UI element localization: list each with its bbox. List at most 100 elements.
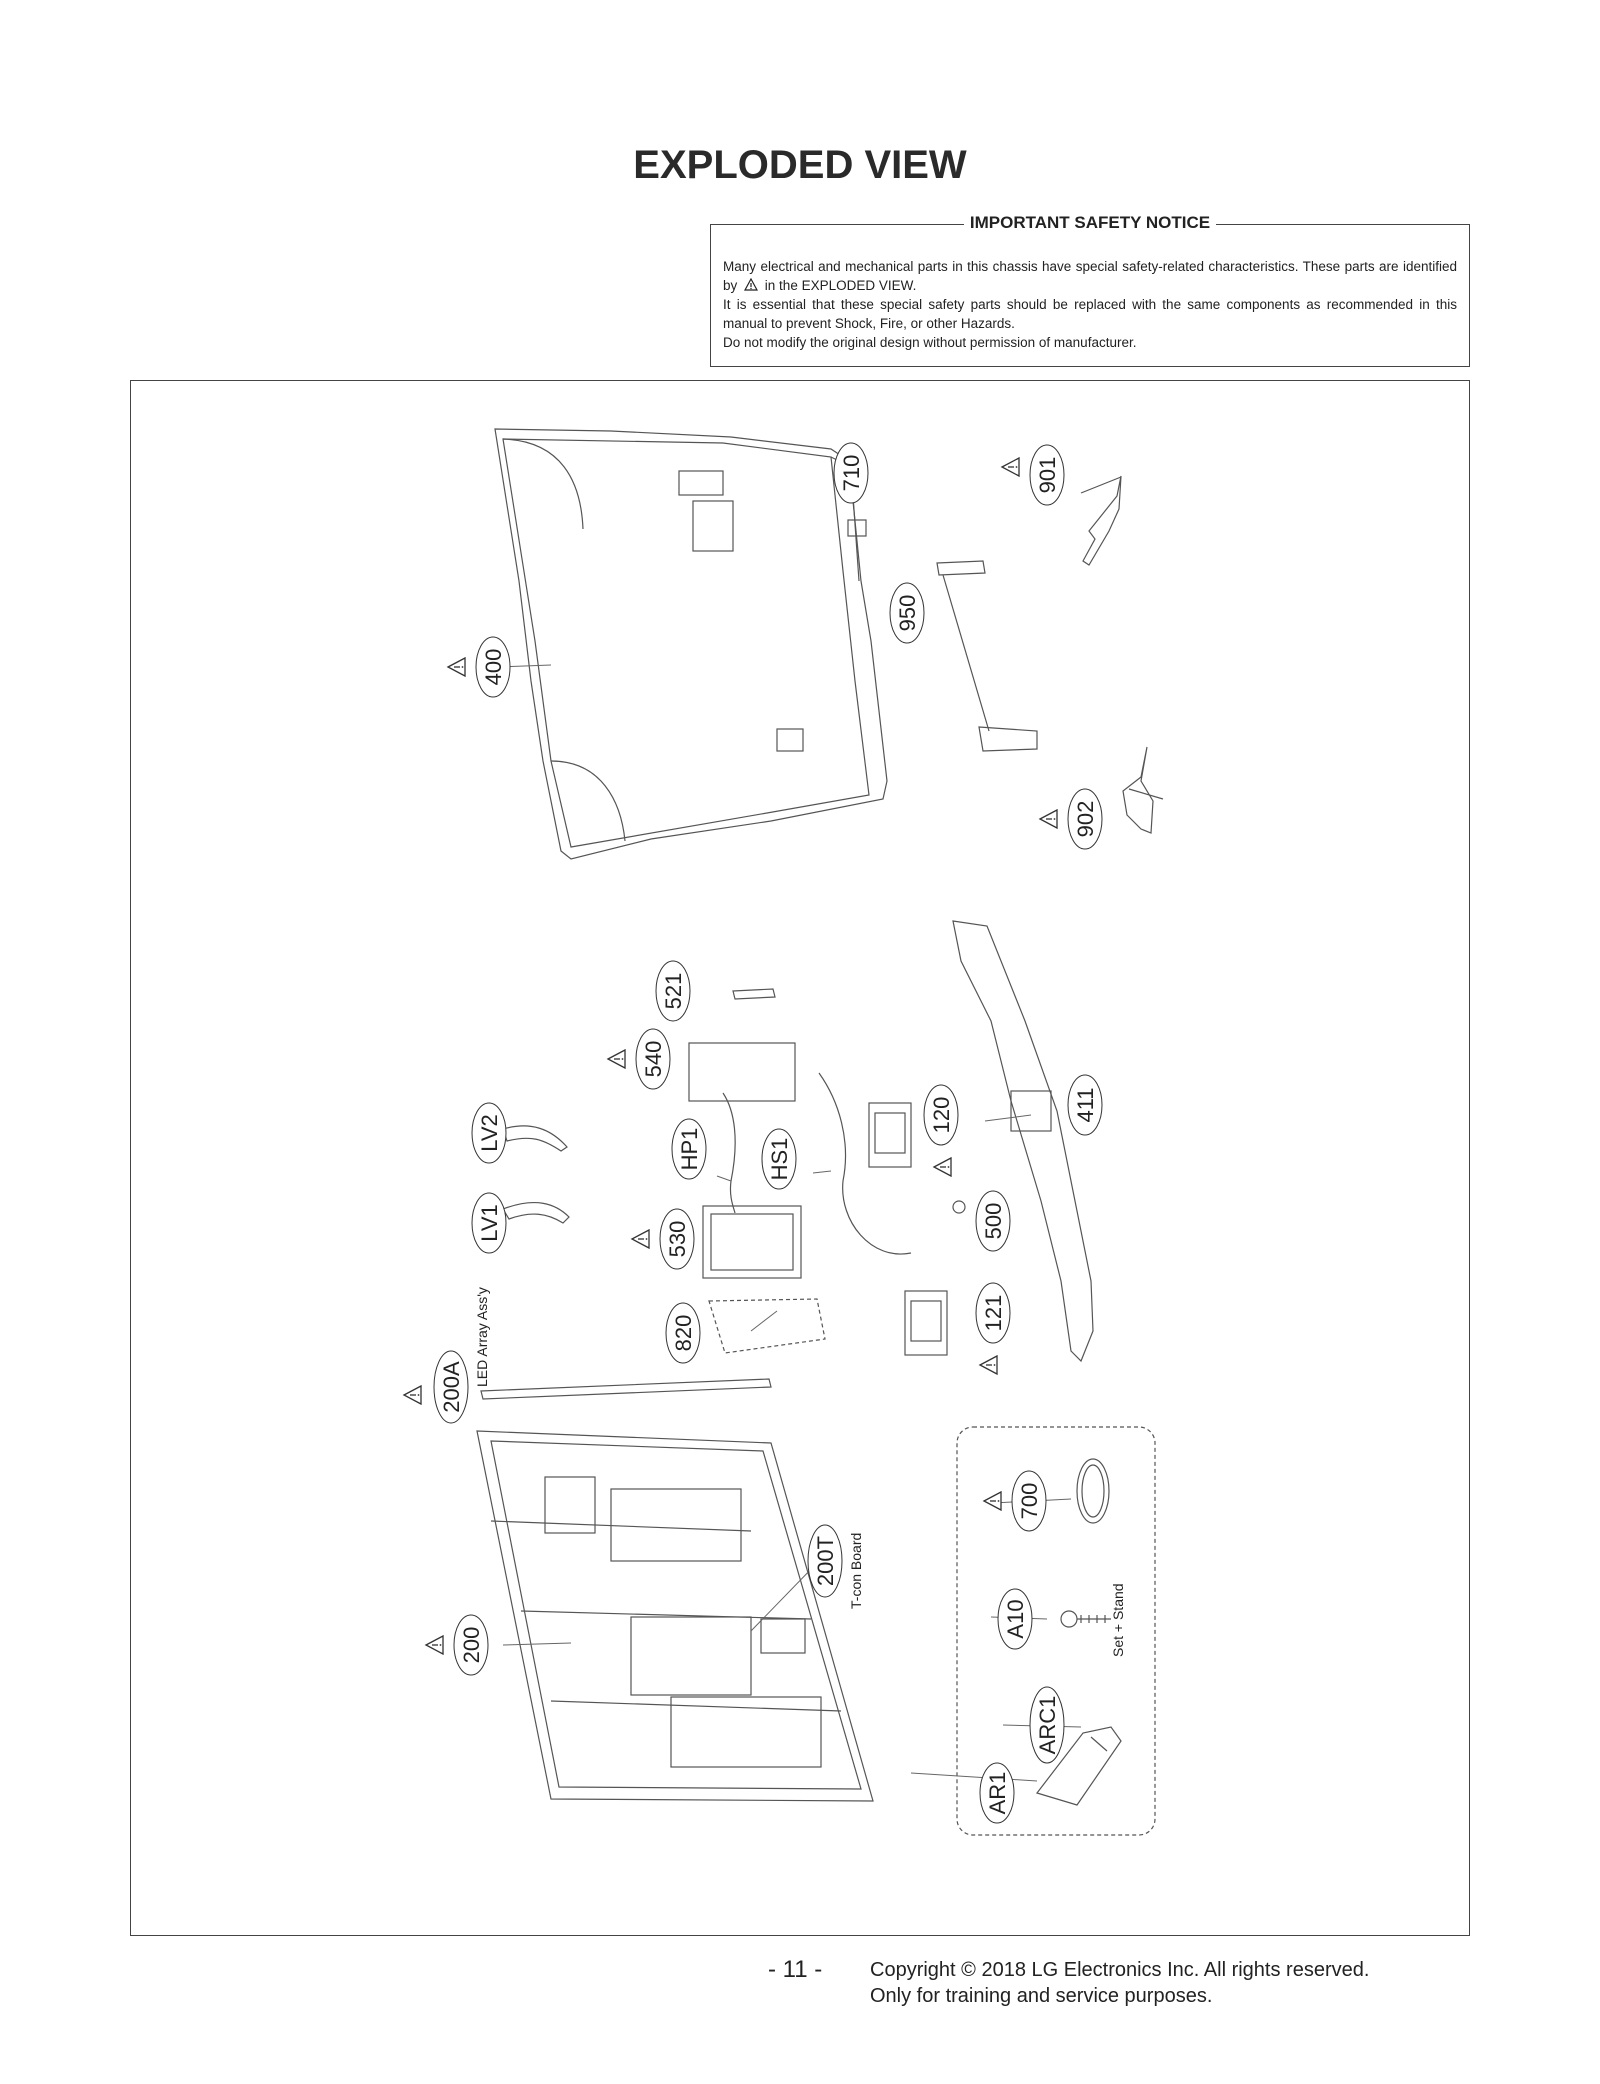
part-number-411: 411: [1073, 1087, 1098, 1122]
callout-hs1: HS1: [761, 1128, 797, 1190]
callouts: 710 901 950 400 902 521 540 411 LV2 HP1 …: [433, 442, 1103, 1824]
warning-icon-700: [983, 1491, 1002, 1511]
callout-521: 521: [655, 960, 691, 1022]
part-number-lv2: LV2: [477, 1114, 502, 1152]
cable-lv2-drawing: [502, 1125, 568, 1152]
back-cover-drawing: [494, 428, 888, 860]
part-number-530: 530: [665, 1221, 690, 1258]
stand-leg-drawing: [1080, 475, 1122, 566]
part-number-a10: A10: [1003, 1599, 1028, 1638]
page-number: - 11 -: [768, 1956, 823, 1983]
part-number-500: 500: [981, 1203, 1006, 1240]
part-number-121: 121: [981, 1295, 1006, 1332]
callout-950: 950: [889, 582, 925, 644]
part-number-ar1: AR1: [985, 1772, 1010, 1815]
board-540-drawing: [688, 1042, 796, 1102]
callout-hp1: HP1: [671, 1118, 707, 1180]
part-number-arc1: ARC1: [1035, 1696, 1060, 1755]
annotations: LED Array Ass'y T-con Board Set + Stand: [474, 1287, 1126, 1657]
board-530-drawing: [702, 1205, 802, 1279]
part-number-950: 950: [895, 595, 920, 632]
warning-icon-400: [447, 657, 466, 677]
callout-arc1: ARC1: [1029, 1686, 1065, 1764]
callout-120: 120: [923, 1084, 959, 1146]
callout-530: 530: [659, 1208, 695, 1270]
part-number-400: 400: [481, 649, 506, 686]
label-drawing: [847, 519, 867, 537]
callout-400: 400: [475, 636, 511, 698]
notice-line-1b: in the EXPLODED VIEW.: [764, 278, 917, 293]
part-number-200: 200: [459, 1627, 484, 1664]
notice-line-1: Many electrical and mechanical parts in …: [723, 259, 1457, 293]
callout-902: 902: [1067, 788, 1103, 850]
page-title: EXPLODED VIEW: [633, 143, 967, 187]
callout-a10: A10: [997, 1588, 1033, 1650]
part-number-902: 902: [1073, 801, 1098, 838]
training-line: Only for training and service purposes.: [870, 1985, 1213, 2007]
part-number-521: 521: [661, 973, 686, 1010]
callout-lv2: LV2: [471, 1102, 507, 1164]
safety-notice-body: Many electrical and mechanical parts in …: [723, 257, 1457, 352]
warning-icon-540: [607, 1049, 626, 1069]
power-cord-drawing: [1076, 1458, 1110, 1524]
warning-icon-121: [979, 1355, 998, 1375]
safety-notice-heading: IMPORTANT SAFETY NOTICE: [963, 213, 1217, 232]
component-500-drawing: [952, 1200, 966, 1214]
callout-500: 500: [975, 1190, 1011, 1252]
exploded-view-diagram: 710 901 950 400 902 521 540 411 LV2 HP1 …: [130, 380, 1470, 1936]
callout-901: 901: [1029, 444, 1065, 506]
callout-ar1: AR1: [979, 1762, 1015, 1824]
cable-hs1-drawing: [818, 1072, 912, 1255]
callout-200a: 200A: [433, 1350, 469, 1424]
part-number-200a: 200A: [439, 1361, 464, 1413]
part-number-540: 540: [641, 1041, 666, 1078]
callout-700: 700: [1011, 1470, 1047, 1532]
accessory-box: [956, 1426, 1156, 1836]
callout-lv1: LV1: [471, 1192, 507, 1254]
warning-icon-120: [933, 1157, 952, 1177]
shield-820-drawing: [708, 1298, 826, 1354]
warning-icon-200a: [403, 1385, 422, 1405]
part-number-lv1: LV1: [477, 1204, 502, 1242]
stand-leg-2-drawing: [1122, 746, 1164, 834]
callout-411: 411: [1067, 1074, 1103, 1136]
part-number-710: 710: [839, 455, 864, 492]
led-strip-drawing: [480, 1378, 772, 1400]
part-number-820: 820: [671, 1315, 696, 1352]
callout-820: 820: [665, 1302, 701, 1364]
warning-triangle-icon: [744, 277, 759, 291]
safety-notice-box: IMPORTANT SAFETY NOTICE Many electrical …: [710, 213, 1470, 367]
part-number-700: 700: [1017, 1483, 1042, 1520]
speaker-2-drawing: [904, 1290, 948, 1356]
screw-drawing: [1060, 1610, 1111, 1628]
warning-icon-902: [1039, 809, 1058, 829]
leader-lines: [496, 664, 1082, 1782]
speaker-drawing: [868, 1102, 912, 1168]
led-array-annotation: LED Array Ass'y: [474, 1287, 490, 1387]
part-number-hp1: HP1: [677, 1128, 702, 1171]
callout-121: 121: [975, 1282, 1011, 1344]
part-number-hs1: HS1: [767, 1138, 792, 1181]
footer-copyright-block: Copyright © 2018 LG Electronics Inc. All…: [870, 1957, 1369, 2009]
copyright-line: Copyright © 2018 LG Electronics Inc. All…: [870, 1959, 1370, 1981]
part-number-120: 120: [929, 1097, 954, 1134]
callout-540: 540: [635, 1028, 671, 1090]
part-number-200t: 200T: [813, 1536, 838, 1586]
cable-hp1-drawing: [722, 1092, 736, 1214]
tcon-annotation: T-con Board: [848, 1533, 864, 1609]
safety-marks: [403, 457, 1058, 1655]
stand-guide-drawing: [936, 560, 1038, 752]
callout-200t: 200T: [807, 1524, 843, 1598]
warning-icon-901: [1001, 457, 1020, 477]
bracket-drawing: [732, 988, 776, 1000]
warning-icon-530: [631, 1229, 650, 1249]
panel-module-drawing: [476, 1430, 874, 1802]
callout-200: 200: [453, 1614, 489, 1676]
callout-710: 710: [833, 442, 869, 504]
notice-line-2: It is essential that these special safet…: [723, 297, 1457, 331]
warning-icon-200: [425, 1635, 444, 1655]
parts-drawing: [476, 428, 1164, 1836]
side-frame-drawing: [952, 920, 1094, 1363]
remote-drawing: [1035, 1726, 1122, 1806]
notice-line-3: Do not modify the original design withou…: [723, 335, 1137, 350]
